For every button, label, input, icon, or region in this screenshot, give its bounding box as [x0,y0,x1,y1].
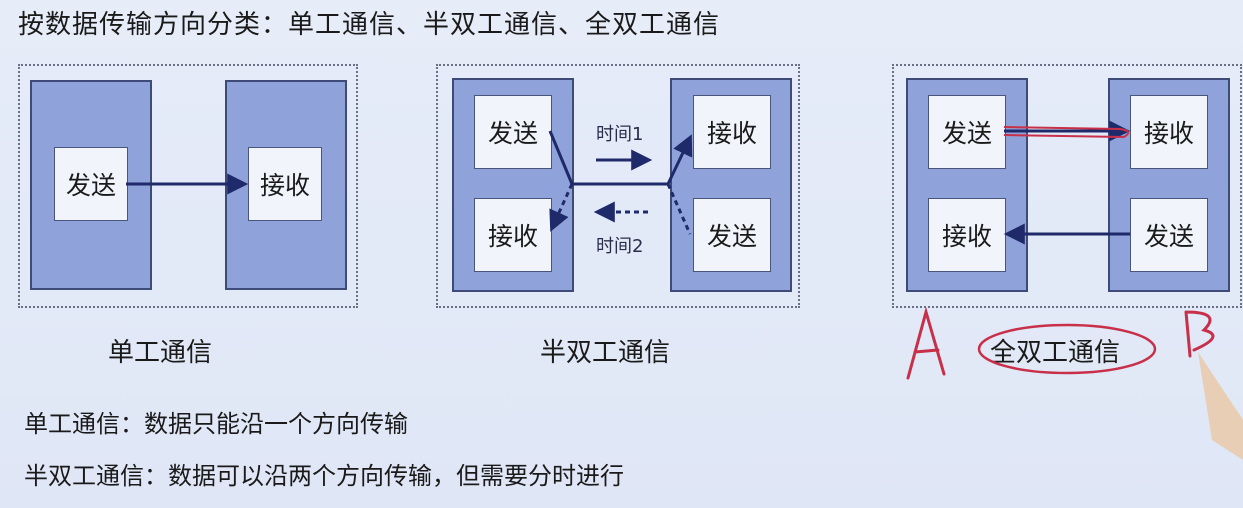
time1-label: 时间1 [596,120,643,146]
half-duplex-receive-right-box: 接收 [693,95,771,169]
simplex-description: 单工通信：数据只能沿一个方向传输 [24,404,408,439]
half-duplex-caption: 半双工通信 [540,332,670,369]
full-duplex-receive-right-box: 接收 [1130,95,1208,169]
page-title: 按数据传输方向分类：单工通信、半双工通信、全双工通信 [18,4,720,41]
full-duplex-caption: 全双工通信 [990,332,1120,369]
full-duplex-send-right-box: 发送 [1130,198,1208,272]
simplex-receive-box: 接收 [248,147,322,221]
simplex-caption: 单工通信 [108,332,212,369]
full-duplex-receive-left-box: 接收 [928,198,1006,272]
ink-letter-b [1186,312,1213,356]
half-duplex-send-left-box: 发送 [474,95,552,169]
full-duplex-send-left-box: 发送 [928,95,1006,169]
half-duplex-send-right-box: 发送 [693,198,771,272]
time2-label: 时间2 [596,232,643,258]
pen-shape [1198,352,1243,460]
half-duplex-description: 半双工通信：数据可以沿两个方向传输，但需要分时进行 [24,456,624,491]
ink-letter-a [908,312,944,378]
half-duplex-receive-left-box: 接收 [474,198,552,272]
simplex-send-box: 发送 [54,147,128,221]
